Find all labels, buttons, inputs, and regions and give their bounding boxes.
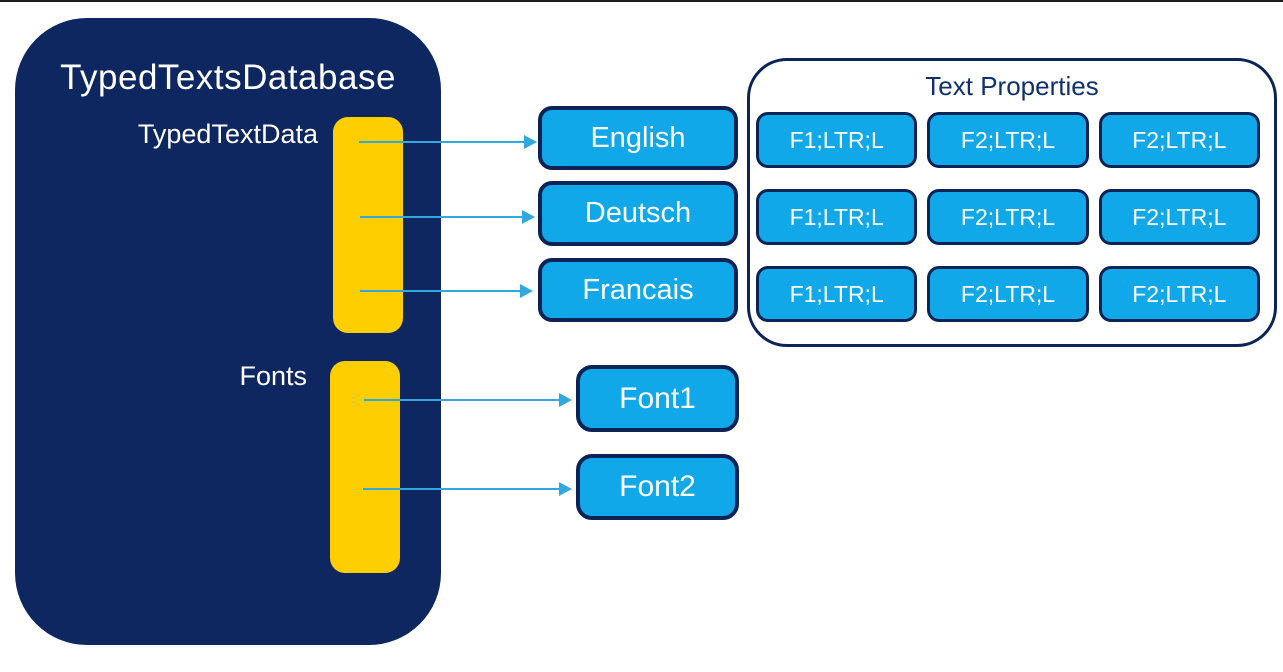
text-property-cell: F2;LTR;L	[1098, 112, 1260, 168]
text-property-cell: F1;LTR;L	[756, 266, 918, 322]
node-deutsch: Deutsch	[538, 181, 738, 246]
text-property-cell: F1;LTR;L	[756, 189, 918, 245]
node-english: English	[538, 106, 738, 170]
text-property-cell: F1;LTR;L	[756, 112, 918, 168]
fonts-bar	[330, 361, 400, 573]
typed-texts-database-container: TypedTextsDatabase TypedTextData Fonts	[15, 18, 441, 645]
text-property-cell: F2;LTR;L	[927, 189, 1089, 245]
text-properties-title: Text Properties	[925, 71, 1099, 101]
arrow-to-font1	[364, 393, 572, 407]
screenshot-top-edge-line	[0, 0, 1283, 2]
text-properties-grid: F1;LTR;L F2;LTR;L F2;LTR;L F1;LTR;L F2;L…	[756, 112, 1260, 322]
arrow-to-english	[359, 135, 537, 149]
typed-text-data-bar	[333, 117, 403, 333]
arrowhead-icon	[522, 210, 535, 224]
arrow-to-francais	[360, 284, 533, 298]
typed-text-data-label: TypedTextData	[137, 119, 318, 149]
arrow-to-deutsch	[360, 210, 535, 224]
arrow-to-font2	[363, 482, 572, 496]
arrowhead-icon	[559, 393, 572, 407]
node-font2: Font2	[576, 454, 739, 520]
arrowhead-icon	[520, 284, 533, 298]
text-property-cell: F2;LTR;L	[1098, 189, 1260, 245]
database-title: TypedTextsDatabase	[60, 58, 396, 97]
node-font1: Font1	[576, 365, 739, 432]
text-property-cell: F2;LTR;L	[927, 266, 1089, 322]
text-properties-panel: Text Properties F1;LTR;L F2;LTR;L F2;LTR…	[747, 58, 1277, 347]
node-francais: Francais	[538, 258, 738, 322]
arrowhead-icon	[524, 135, 537, 149]
fonts-label: Fonts	[239, 361, 307, 391]
text-property-cell: F2;LTR;L	[1098, 266, 1260, 322]
text-property-cell: F2;LTR;L	[927, 112, 1089, 168]
arrowhead-icon	[559, 482, 572, 496]
